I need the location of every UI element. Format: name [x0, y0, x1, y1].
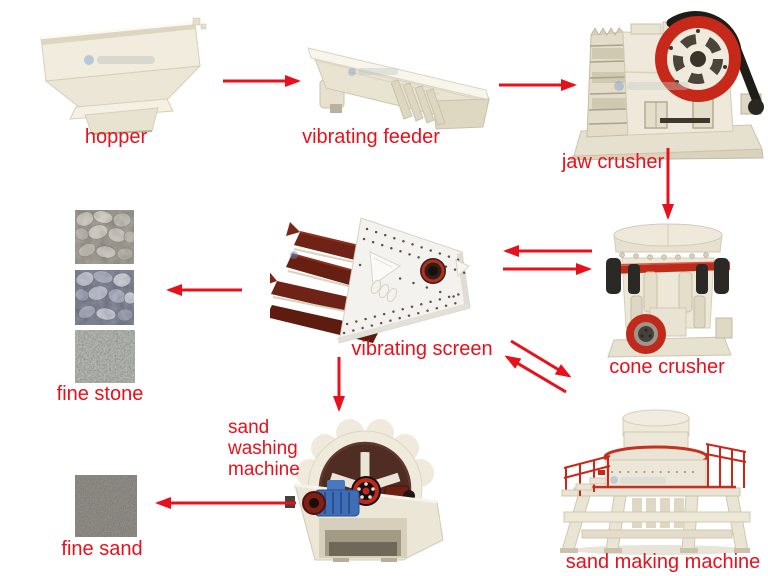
- arrow-sand-maker-to-screen: [504, 355, 567, 394]
- watermark: [614, 81, 689, 91]
- arrow-screen-to-sand-maker: [510, 339, 572, 378]
- fine-sand-image: [75, 475, 137, 537]
- vibrating-feeder-image: [307, 47, 490, 130]
- watermark: [84, 55, 155, 65]
- handrail: [563, 443, 747, 496]
- sand-making-machine-label: sand making machine: [565, 551, 761, 573]
- sand-washing-machine-image: [285, 419, 444, 562]
- hopper-label: hopper: [84, 126, 148, 148]
- vibrating-screen-label: vibrating screen: [351, 338, 493, 360]
- fine-stone-gravel-image: [75, 330, 135, 383]
- fine-stone-coarse-image: [75, 210, 134, 264]
- watermark: [290, 251, 298, 259]
- jaw-crusher-image: [570, 11, 764, 160]
- fine-stone-label: fine stone: [56, 383, 144, 405]
- vibrating-feeder-label: vibrating feeder: [302, 126, 440, 148]
- cone-crusher-label: cone crusher: [609, 356, 725, 378]
- watermark: [610, 476, 666, 484]
- fine-sand-label: fine sand: [61, 538, 143, 560]
- fine-stone-medium-image: [75, 270, 134, 325]
- jaw-crusher-label: jaw crusher: [561, 151, 665, 173]
- cone-crusher-image: [605, 223, 733, 358]
- hopper-image: [40, 17, 207, 135]
- vibrating-screen-image: [270, 217, 471, 344]
- sand-making-machine-image: [560, 409, 751, 555]
- sand-washing-machine-label: sand washing machine: [228, 417, 300, 480]
- watermark: [348, 68, 398, 76]
